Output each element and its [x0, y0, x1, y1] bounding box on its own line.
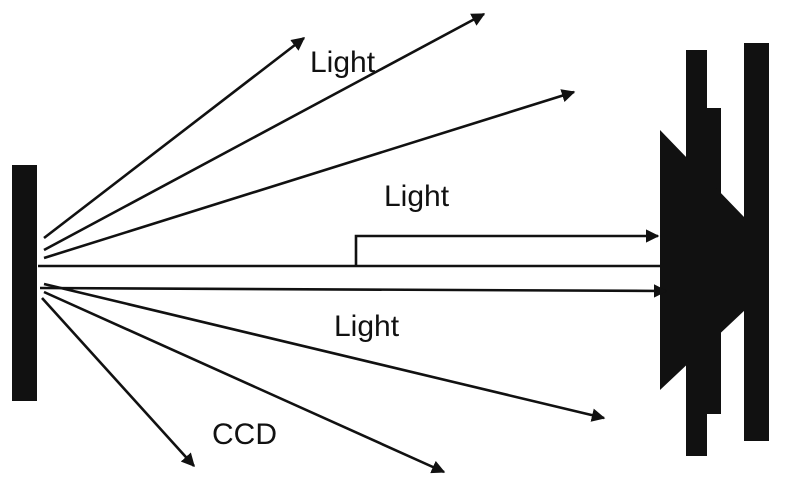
light-label-bottom: Light — [334, 310, 400, 343]
target-wedge — [660, 130, 745, 390]
target-step-lower — [686, 414, 707, 456]
ray-upper-shallow — [43, 89, 576, 260]
stepped-target — [660, 43, 769, 456]
target-rear-bar — [744, 43, 769, 441]
ray-step-to-target — [354, 229, 660, 266]
light-rays — [38, 12, 668, 474]
ray-lower-shallow — [43, 282, 606, 422]
light-label-top: Light — [310, 46, 376, 79]
ray-upper-steep — [43, 36, 306, 240]
ray-lower-mid — [43, 290, 446, 474]
ccd-label: CCD — [212, 418, 277, 451]
light-label-middle: Light — [384, 180, 450, 213]
left-source-bar — [12, 165, 37, 401]
ray-lower-horizontal — [39, 284, 668, 298]
target-step-upper — [686, 50, 707, 108]
ray-lower-steep — [41, 297, 195, 468]
ray-upper-mid — [43, 12, 486, 252]
